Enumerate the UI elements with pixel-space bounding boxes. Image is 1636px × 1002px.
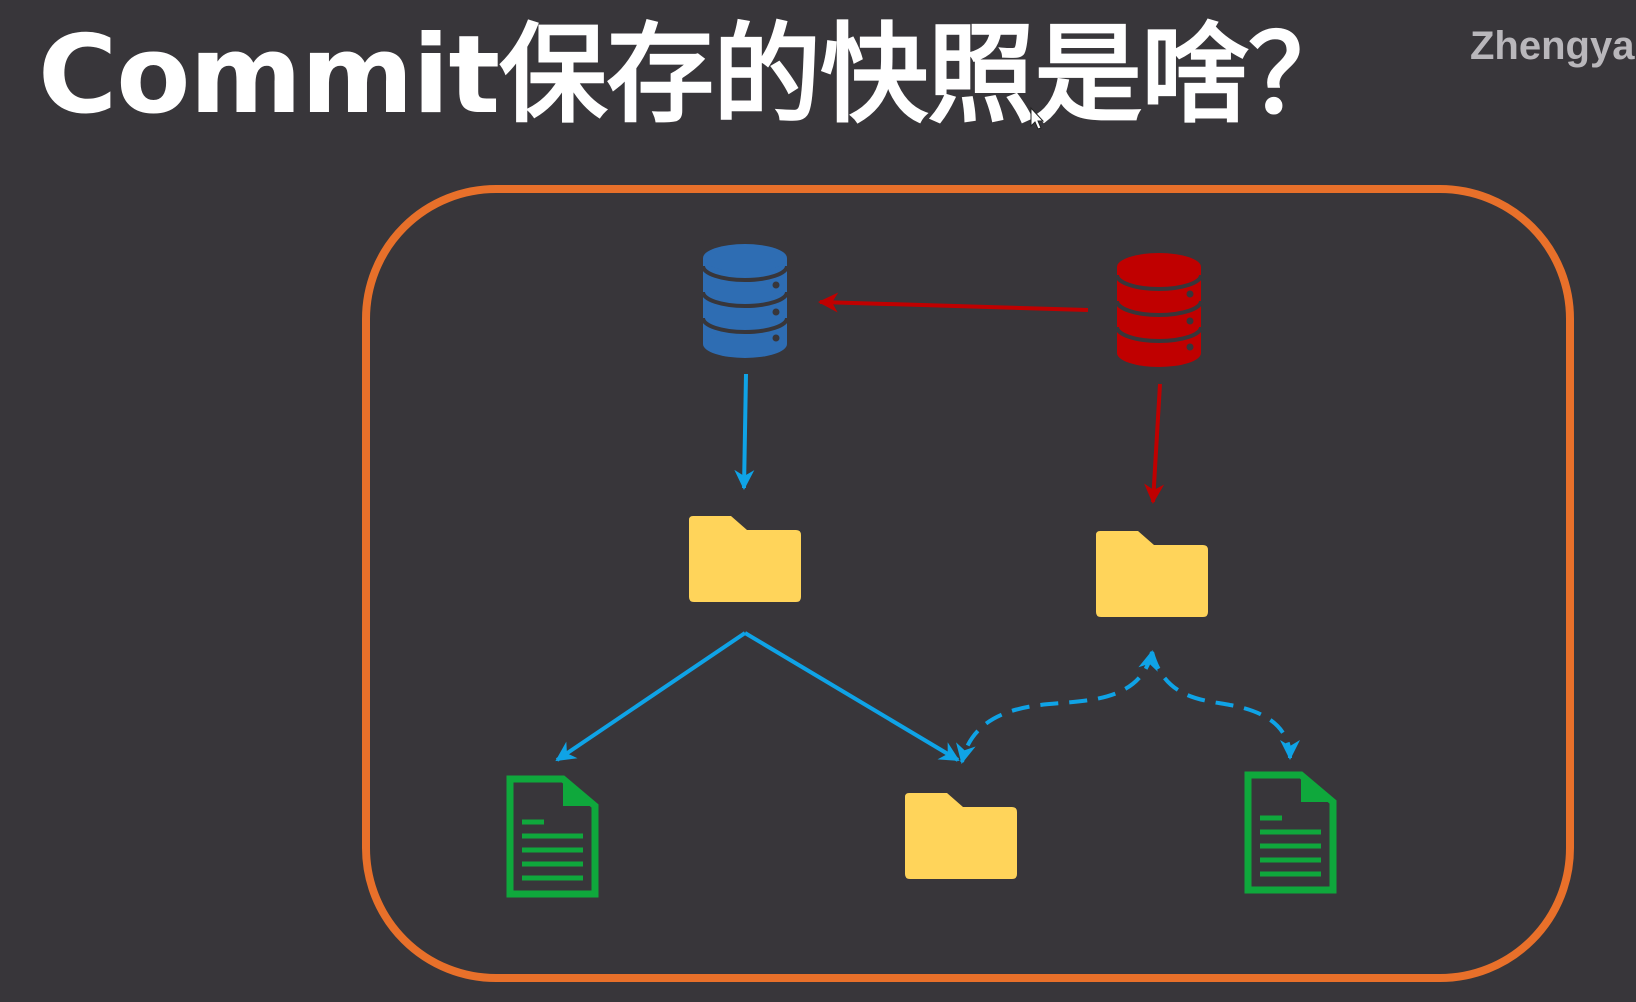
file-icon (506, 775, 599, 898)
mouse-pointer-icon (1030, 106, 1045, 130)
red-database-icon (1115, 253, 1203, 367)
new-file-dashed-arrow (1150, 651, 1300, 760)
slide-title: Commit保存的快照是啥？ (38, 13, 1356, 138)
blue-database-icon (701, 244, 789, 358)
watermark: Zhengyai (1470, 24, 1636, 68)
parent-arrow (818, 292, 1089, 313)
blue-commit-tree-arrow (734, 373, 755, 490)
commit-frame (362, 185, 1574, 982)
folder-icon (905, 793, 1017, 879)
tree-to-file-arrow (555, 631, 747, 762)
folder-icon (689, 516, 801, 602)
red-commit-tree-arrow (1144, 383, 1165, 504)
folder-icon (1096, 531, 1208, 617)
file-icon (1244, 771, 1337, 894)
shared-folder-dashed-arrow (956, 650, 1158, 764)
tree-to-folder-arrow (743, 631, 960, 762)
